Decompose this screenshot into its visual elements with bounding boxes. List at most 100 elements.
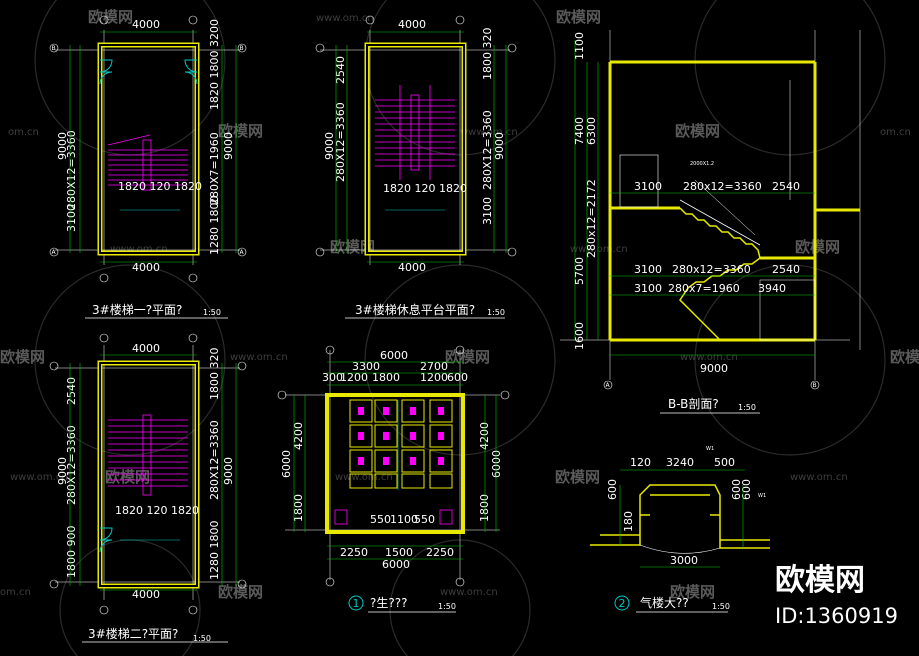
plan3-title: 3#楼梯二?平面? <box>88 626 178 641</box>
plan3-bottom-dim: 4000 <box>132 588 160 601</box>
plan3-right-total: 9000 <box>222 457 235 485</box>
svg-text:A: A <box>52 249 57 256</box>
brand-id: ID:1360919 <box>775 604 898 628</box>
section-axis-b <box>810 380 820 390</box>
vent-top-dim-2: 3240 <box>666 456 694 469</box>
plan3-grid-lines <box>55 345 240 600</box>
toilet-left-dim-1: 6000 <box>280 450 293 478</box>
section-row3-b: 280x7=1960 <box>668 282 740 295</box>
toilet-bottom-dim-1: 2250 <box>340 546 368 559</box>
plan2-wall <box>364 42 467 256</box>
watermark-url: www.om.cn <box>790 472 848 483</box>
watermark-brand: 欧模网 <box>88 8 133 26</box>
plan2-bottom-dim: 4000 <box>398 261 426 274</box>
svg-text:B: B <box>813 382 817 389</box>
section-bottom-dim: 9000 <box>700 362 728 375</box>
toilet-right-dim-2: 6000 <box>490 450 503 478</box>
watermark-brand: 欧模网 <box>105 468 150 486</box>
plan2-left-total: 9000 <box>323 132 336 160</box>
vent-detail: 120 3240 500 W1 W1 600 600 600 180 3000 … <box>590 446 770 613</box>
section-b-b: 3100 280x12=3360 2540 3100 280x12=3360 2… <box>560 30 861 414</box>
plan1-top-dim: 4000 <box>132 18 160 31</box>
vent-title: 气楼大?? <box>640 595 689 610</box>
toilet-right-dim-3: 1800 <box>478 494 491 522</box>
plan2-left-upper: 2540 <box>334 56 347 84</box>
toilet-top-dim-2: 2700 <box>420 360 448 373</box>
toilet-top-seg-2: 1200 <box>340 371 368 384</box>
toilet-fixtures <box>358 407 444 465</box>
watermark-brand: 欧模网 <box>218 122 263 140</box>
vent-top-dim-3: 500 <box>714 456 735 469</box>
plan2-right-run: 280X12=3360 <box>481 110 494 190</box>
plan3-right-run: 280X12=3360 <box>208 420 221 500</box>
watermark-url: www.om.cn <box>10 472 68 483</box>
toilet-left-dim-3: 1800 <box>292 494 305 522</box>
toilet-bottom-mid-3: 550 <box>414 513 435 526</box>
toilet-wall <box>325 393 465 534</box>
section-row3-a: 3100 <box>634 282 662 295</box>
toilet-bottom-mid-1: 550 <box>370 513 391 526</box>
toilet-top-seg-3: 1800 <box>372 371 400 384</box>
plan1-left-run: 280X12=3360 <box>65 130 78 210</box>
plan1-right-lower: 1280 1800 <box>208 196 221 256</box>
vent-top-label-1: W1 <box>706 446 714 452</box>
plan1-left-total: 9000 <box>56 132 69 160</box>
plan3-axis-bubbles <box>49 333 247 615</box>
vent-detail-bubble <box>614 595 630 611</box>
svg-text:B: B <box>240 45 244 52</box>
plan3-left-upper: 2540 <box>65 377 78 405</box>
vent-dim-lines <box>619 469 745 568</box>
vent-right-dim-1: 600 <box>730 479 743 500</box>
section-left-dim-5: 1600 <box>573 322 586 350</box>
toilet-plan: 6000 3300 2700 300 1200 1800 1200 600 55… <box>277 345 510 613</box>
watermark-url: www.om.cn <box>440 587 498 598</box>
vent-left-dim: 600 <box>606 479 619 500</box>
plan1-wall <box>97 42 200 256</box>
plan3-top-dim: 4000 <box>132 342 160 355</box>
plan1-title: 3#楼梯一?平面? <box>92 302 182 317</box>
plan1-grid-lines <box>55 30 240 265</box>
section-left-dim-4: 5700 <box>573 257 586 285</box>
section-row2-c: 2540 <box>772 263 800 276</box>
section-stair-flight-2 <box>679 257 761 341</box>
toilet-bottom-dim-2: 1500 <box>385 546 413 559</box>
section-scale: 1:50 <box>738 403 756 412</box>
toilet-scale: 1:50 <box>438 602 456 611</box>
toilet-right-dim-1: 4200 <box>478 422 491 450</box>
plan2-tread-dims: 1820 120 1820 <box>383 182 467 195</box>
section-note: 2000X1.2 <box>690 161 714 167</box>
plan3-scale: 1:50 <box>193 634 211 643</box>
watermark-url: www.om.cn <box>335 472 393 483</box>
plan3-tread-dims: 1820 120 1820 <box>115 504 199 517</box>
plan1-tread-dims: 1820 120 1820 <box>118 180 202 193</box>
watermark-url: om.cn <box>0 587 31 598</box>
toilet-detail-bubble <box>348 595 364 611</box>
plan2-axis-bubbles <box>315 15 517 257</box>
toilet-dim-lines <box>293 361 497 560</box>
section-row1-c: 2540 <box>772 180 800 193</box>
toilet-stalls <box>349 399 453 489</box>
plan2-top-dim: 4000 <box>398 18 426 31</box>
toilet-bottom-total: 6000 <box>382 558 410 571</box>
toilet-top-seg-4: 1200 <box>420 371 448 384</box>
plan3-left-lower: 1800 900 <box>65 526 78 579</box>
vent-scale: 1:50 <box>712 602 730 611</box>
plan2-left-run: 280X12=3360 <box>334 102 347 182</box>
vent-top-label-2: W1 <box>758 493 766 499</box>
vent-top-dim-1: 120 <box>630 456 651 469</box>
watermark-url: www.om.cn <box>110 244 168 255</box>
vent-bottom-dim: 3000 <box>670 554 698 567</box>
section-axis-a <box>603 380 613 390</box>
toilet-top-seg-5: 600 <box>447 371 468 384</box>
toilet-top-total: 6000 <box>380 349 408 362</box>
watermark-url: om.cn <box>880 127 911 138</box>
watermark-brand: 欧模网 <box>330 238 375 256</box>
plan2-right-total: 9000 <box>493 132 506 160</box>
toilet-top-dim-1: 3300 <box>352 360 380 373</box>
plan2-right-upper: 1800 320 <box>481 28 494 81</box>
watermark-brand: 欧模网 <box>555 468 600 486</box>
section-window <box>619 154 659 208</box>
plan1-dim-lines <box>69 31 237 263</box>
brand-logo-text: 欧模网 <box>775 563 865 598</box>
